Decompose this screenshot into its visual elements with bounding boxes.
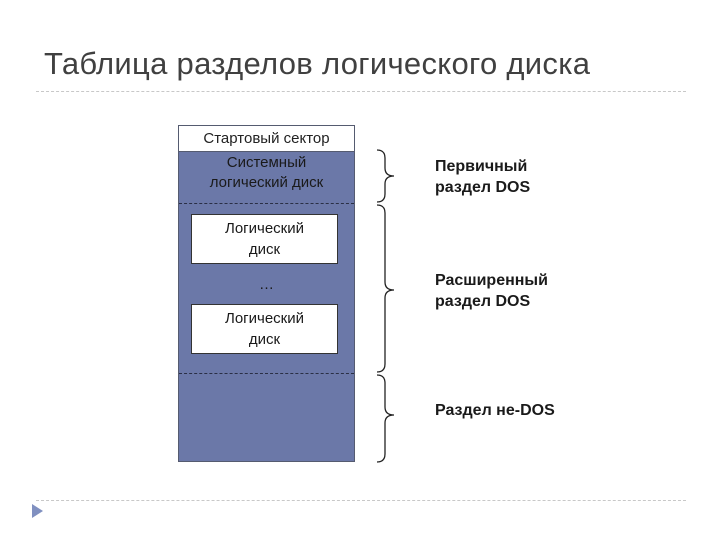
- extended-partition-label: Расширенный раздел DOS: [435, 270, 548, 312]
- logical-disk-2-line-1: Логический: [224, 310, 304, 327]
- non-dos-label-line-1: Раздел не-DOS: [435, 402, 555, 419]
- ellipsis: …: [259, 276, 274, 293]
- extended-label-line-2: раздел DOS: [435, 293, 531, 310]
- system-disk-line-2: логический диск: [209, 174, 324, 191]
- footer-divider: [36, 500, 686, 501]
- logical-disk-box-2: Логический диск: [191, 304, 338, 354]
- logical-disk-1-line-2: диск: [248, 241, 281, 258]
- primary-label-line-2: раздел DOS: [435, 179, 531, 196]
- disk-column: Стартовый сектор Системный логический ди…: [178, 125, 355, 462]
- logical-disk-2-line-2: диск: [248, 331, 281, 348]
- non-dos-partition-label: Раздел не-DOS: [435, 400, 555, 421]
- extended-label-line-1: Расширенный: [435, 272, 548, 289]
- logical-disk-1-line-1: Логический: [224, 220, 304, 237]
- system-logical-disk: Системный логический диск: [179, 153, 354, 193]
- system-disk-line-1: Системный: [226, 154, 307, 171]
- next-slide-arrow-icon[interactable]: [32, 504, 43, 518]
- title-divider: [36, 91, 686, 92]
- primary-label-line-1: Первичный: [435, 158, 528, 175]
- logical-disk-box-1: Логический диск: [191, 214, 338, 264]
- extended-brace: [376, 204, 395, 373]
- boot-sector: Стартовый сектор: [179, 126, 354, 152]
- primary-brace: [376, 149, 395, 203]
- non-dos-start-boundary: [179, 373, 354, 374]
- primary-partition-label: Первичный раздел DOS: [435, 156, 530, 198]
- slide-title: Таблица разделов логического диска: [44, 46, 591, 81]
- extended-start-boundary: [179, 203, 354, 204]
- non-dos-brace: [376, 374, 395, 463]
